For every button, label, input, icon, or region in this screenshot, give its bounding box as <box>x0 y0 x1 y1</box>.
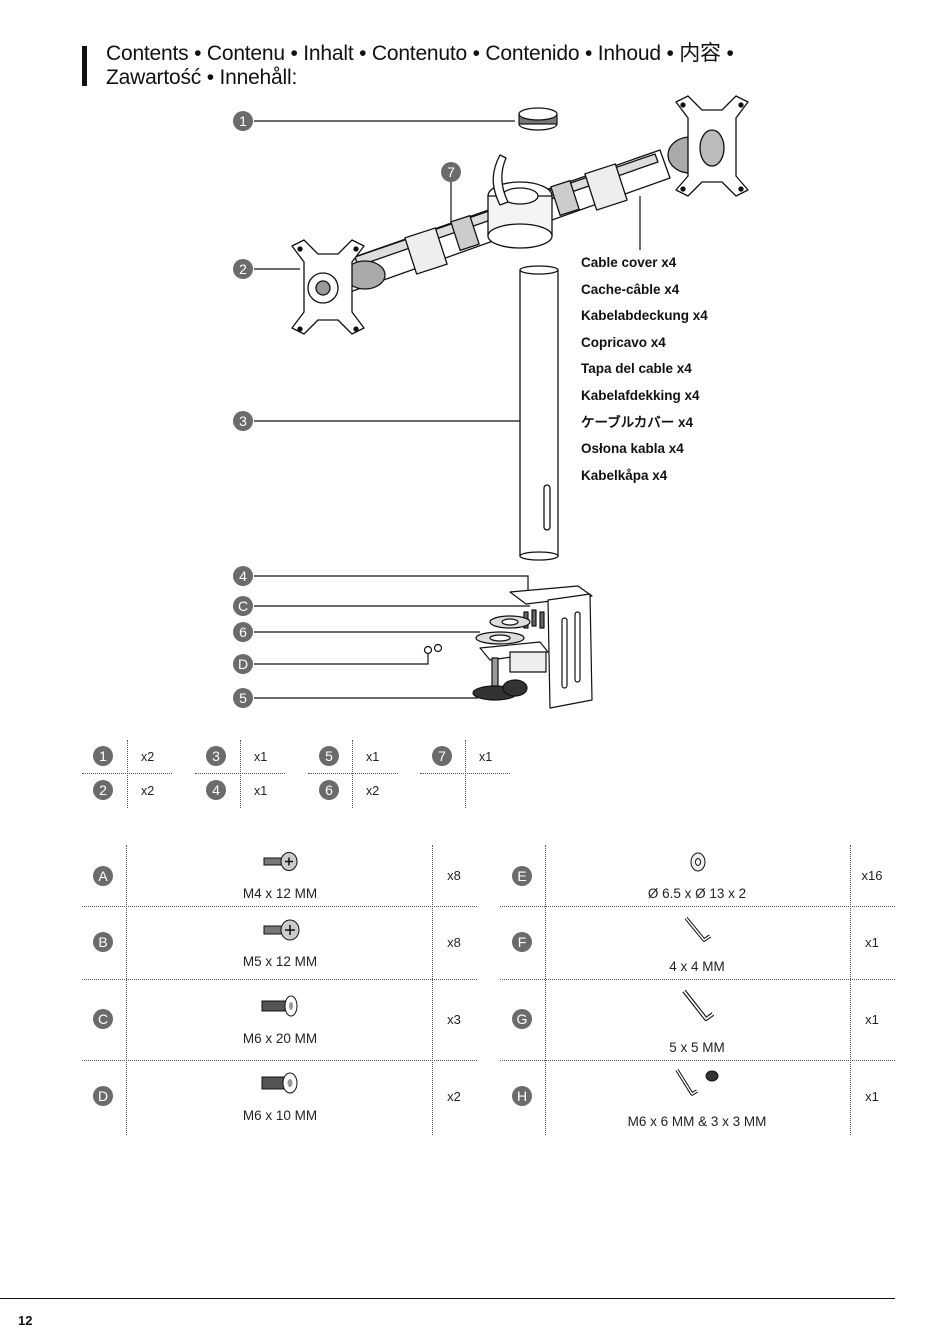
hex-key-icon <box>682 989 715 1021</box>
hardware-badge-h: H <box>512 1086 532 1106</box>
hardware-label-g: 5 x 5 MM <box>669 1040 725 1055</box>
hardware-qty-c: x3 <box>447 1012 461 1027</box>
table-divider <box>545 845 546 1135</box>
table-divider <box>500 1060 895 1061</box>
hex-key-and-set-screw-icon <box>675 1069 719 1096</box>
screw-icon <box>263 852 298 871</box>
hardware-badge-e: E <box>512 866 532 886</box>
dual-monitor-arm <box>291 95 749 335</box>
page-number: 12 <box>18 1313 33 1328</box>
washer-icon <box>690 852 706 872</box>
grid-divider <box>82 773 172 774</box>
hardware-qty-f: x1 <box>865 935 879 950</box>
page-title-line-2: Zawartość • Innehåll: <box>106 66 298 89</box>
callout-d: D <box>233 654 253 674</box>
heading-accent-bar <box>82 46 87 86</box>
grid-divider <box>308 773 398 774</box>
hardware-label-a: M4 x 12 MM <box>242 886 318 901</box>
grid-divider <box>195 773 285 774</box>
hardware-badge-c: C <box>93 1009 113 1029</box>
cable-cover-de: Kabelabdeckung x4 <box>581 308 708 324</box>
cable-cover-list: Cable cover x4 Cache-câble x4 Kabelabdec… <box>581 250 708 489</box>
cable-cover-es: Tapa del cable x4 <box>581 361 692 377</box>
hardware-label-d: M6 x 10 MM <box>242 1108 318 1123</box>
callout-4: 4 <box>233 566 253 586</box>
table-divider <box>126 845 127 1135</box>
callout-2: 2 <box>233 259 253 279</box>
grid-divider <box>352 740 353 808</box>
hardware-qty-a: x8 <box>447 868 461 883</box>
cable-cover-fr: Cache-câble x4 <box>581 281 680 297</box>
part-qty: x1 <box>479 750 493 764</box>
part-qty: x2 <box>141 750 155 764</box>
hardware-badge-a: A <box>93 866 113 886</box>
hardware-label-h: M6 x 6 MM & 3 x 3 MM <box>627 1114 767 1129</box>
hardware-qty-g: x1 <box>865 1012 879 1027</box>
part-badge: 6 <box>319 780 339 800</box>
screw-icon <box>263 919 300 941</box>
pole-part-3 <box>519 265 559 561</box>
callout-c: C <box>233 596 253 616</box>
hardware-label-f: 4 x 4 MM <box>669 959 725 974</box>
cable-cover-en: Cable cover x4 <box>581 255 677 270</box>
bolt-icon <box>261 995 298 1017</box>
part-qty: x1 <box>254 784 268 798</box>
part-qty: x2 <box>366 784 380 798</box>
callout-7: 7 <box>441 162 461 182</box>
part-badge: 3 <box>206 746 226 766</box>
desk-clamp-part-4 <box>423 585 593 709</box>
cable-cover-it: Copricavo x4 <box>581 334 666 350</box>
hardware-qty-d: x2 <box>447 1089 461 1104</box>
table-divider <box>500 979 895 980</box>
part-badge: 5 <box>319 746 339 766</box>
table-divider <box>82 906 477 907</box>
page-title: Contents • Contenu • Inhalt • Contenuto … <box>106 42 866 90</box>
grid-divider <box>420 773 510 774</box>
part-badge: 2 <box>93 780 113 800</box>
callout-6: 6 <box>233 622 253 642</box>
callout-1: 1 <box>233 111 253 131</box>
hardware-qty-h: x1 <box>865 1089 879 1104</box>
leader-line-d <box>254 652 429 665</box>
grid-divider <box>240 740 241 808</box>
part-qty: x2 <box>141 784 155 798</box>
page-title-line-1: Contents • Contenu • Inhalt • Contenuto … <box>106 42 734 65</box>
cable-cover-sv: Kabelkåpa x4 <box>581 467 668 483</box>
knob-part-1 <box>518 107 558 131</box>
leader-line-4 <box>254 575 529 590</box>
table-divider <box>500 906 895 907</box>
cable-cover-pl: Osłona kabla x4 <box>581 441 684 457</box>
hardware-badge-d: D <box>93 1086 113 1106</box>
grid-divider <box>465 740 466 808</box>
grid-divider <box>127 740 128 808</box>
hardware-badge-b: B <box>93 932 113 952</box>
callout-3: 3 <box>233 411 253 431</box>
hardware-label-c: M6 x 20 MM <box>242 1031 318 1046</box>
part-badge: 4 <box>206 780 226 800</box>
hardware-qty-b: x8 <box>447 935 461 950</box>
table-divider <box>850 845 851 1135</box>
hardware-label-b: M5 x 12 MM <box>242 954 318 969</box>
part-badge: 7 <box>432 746 452 766</box>
callout-5: 5 <box>233 688 253 708</box>
part-badge: 1 <box>93 746 113 766</box>
cable-cover-nl: Kabelafdekking x4 <box>581 387 700 403</box>
table-divider <box>432 845 433 1135</box>
cable-cover-ja: ケーブルカバー x4 <box>581 414 694 430</box>
part-qty: x1 <box>366 750 380 764</box>
part-qty: x1 <box>254 750 268 764</box>
contents-illustration <box>254 95 749 709</box>
table-divider <box>82 979 477 980</box>
hardware-qty-e: x16 <box>861 868 883 883</box>
hardware-badge-g: G <box>512 1009 532 1029</box>
hardware-label-e: Ø 6.5 x Ø 13 x 2 <box>647 886 747 901</box>
hex-key-icon <box>684 916 711 942</box>
hardware-badge-f: F <box>512 932 532 952</box>
bolt-icon <box>261 1072 298 1094</box>
table-divider <box>82 1060 477 1061</box>
footer-rule <box>0 1298 895 1299</box>
